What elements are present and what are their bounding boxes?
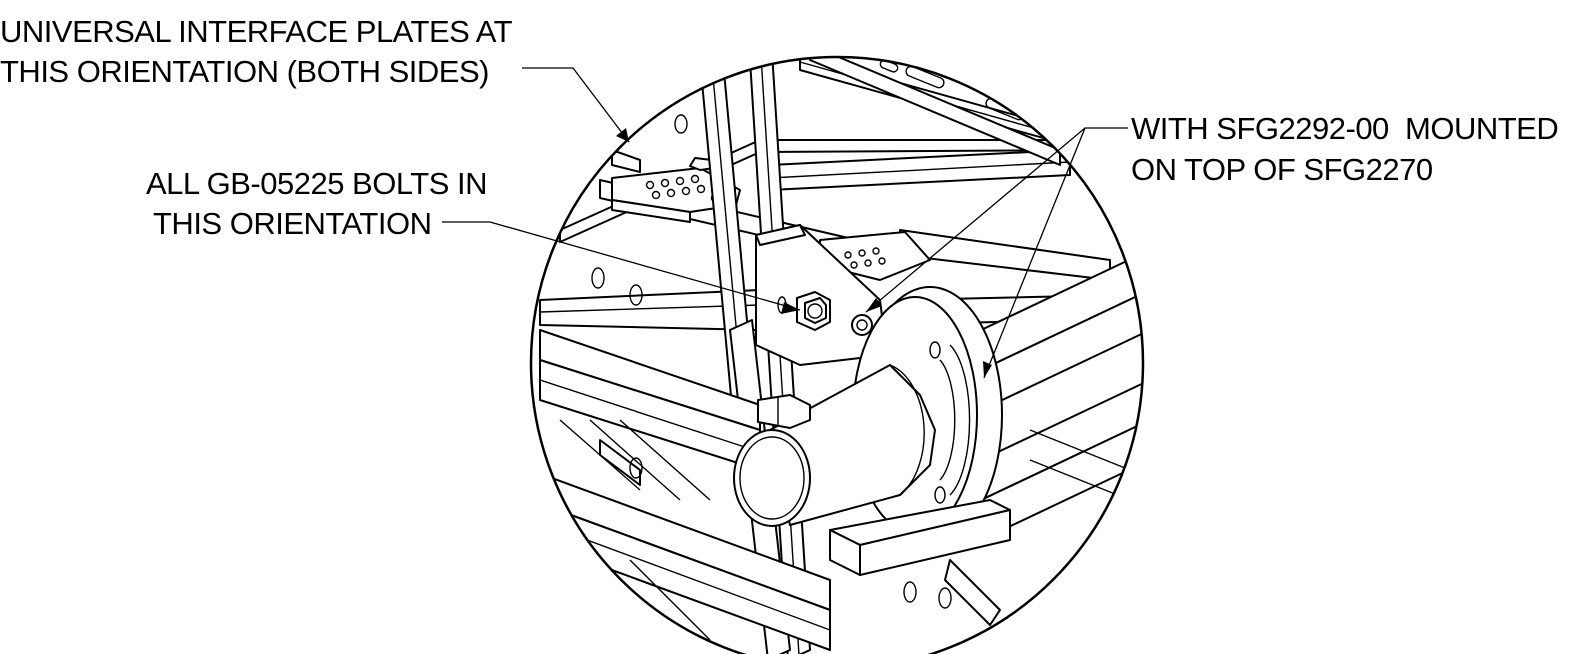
- mounting-block: [829, 499, 1011, 576]
- callout-bolts-line-2: THIS ORIENTATION: [153, 206, 431, 241]
- detail-view: [529, 55, 1145, 654]
- leader-mounting: [865, 127, 1128, 379]
- main-rails: [531, 249, 1143, 651]
- interface-plate: [611, 149, 741, 223]
- callout-interface-plates-line-1: UNIVERSAL INTERFACE PLATES AT: [0, 14, 513, 49]
- callout-mounting-line-1: WITH SFG2292-00 MOUNTED: [1131, 111, 1558, 146]
- leader-bolts: [442, 221, 801, 314]
- lower-nut: [757, 394, 811, 429]
- callout-mounting-line-2: ON TOP OF SFG2270: [1131, 152, 1433, 187]
- callout-interface-plates-line-2: THIS ORIENTATION (BOTH SIDES): [0, 54, 489, 89]
- callout-mounting: WITH SFG2292-00 MOUNTED ON TOP OF SFG227…: [1131, 111, 1559, 187]
- callout-interface-plates: UNIVERSAL INTERFACE PLATES AT THIS ORIEN…: [0, 14, 513, 89]
- hub-cylinder: [733, 364, 936, 527]
- gb-05225-bolt: [777, 291, 831, 331]
- callout-bolts-line-1: ALL GB-05225 BOLTS IN: [146, 166, 487, 201]
- detail-circle: [529, 55, 1145, 654]
- callout-bolts: ALL GB-05225 BOLTS IN THIS ORIENTATION: [146, 166, 488, 241]
- leader-interface-plates: [522, 67, 630, 143]
